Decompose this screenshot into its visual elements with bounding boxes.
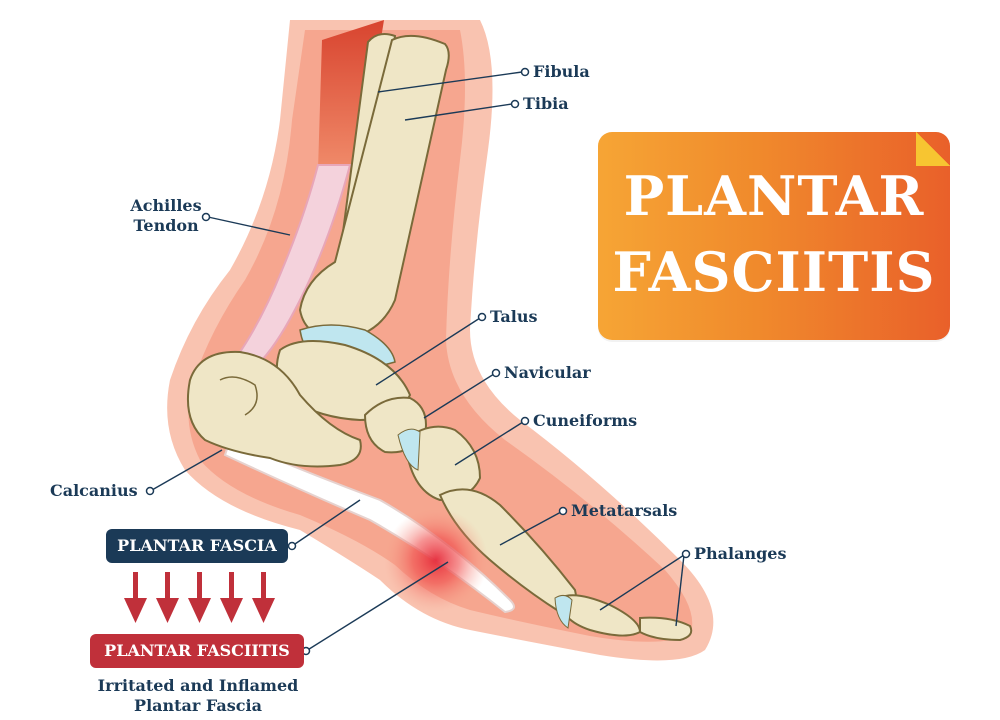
dot-cuneiforms xyxy=(520,416,530,426)
inflammation-spot xyxy=(384,508,488,612)
label-talus: Talus xyxy=(490,307,538,326)
title-card: PLANTAR FASCIITIS xyxy=(598,132,950,340)
leader-phalanges-1 xyxy=(599,554,685,611)
dot-plantar-fascia xyxy=(287,541,297,551)
cuneiform-cartilage xyxy=(397,428,421,471)
folded-corner xyxy=(916,132,950,166)
leader-achilles xyxy=(207,216,291,236)
leader-tibia xyxy=(404,103,513,121)
label-calcanius: Calcanius xyxy=(50,481,138,500)
label-navicular: Navicular xyxy=(504,363,591,382)
leader-plantar-fascia xyxy=(291,499,361,547)
caption-line-2: Plantar Fascia xyxy=(134,696,262,715)
leader-cuneiforms xyxy=(454,421,524,466)
phalanx-bone-2 xyxy=(639,616,693,642)
plantar-fascia-box: PLANTAR FASCIA xyxy=(106,529,288,563)
label-achilles-line-2: Tendon xyxy=(133,216,199,235)
leader-dots xyxy=(145,67,691,656)
dot-achilles xyxy=(201,212,211,222)
caption: Irritated and Inflamed Plantar Fascia xyxy=(70,676,326,716)
title-line-2: FASCIITIS xyxy=(612,240,936,304)
down-arrow xyxy=(124,572,147,623)
leader-phalanges-2 xyxy=(675,554,685,627)
label-fibula: Fibula xyxy=(533,62,590,81)
down-arrow xyxy=(156,572,179,623)
plantar-fasciitis-box: PLANTAR FASCIITIS xyxy=(90,634,304,668)
calcaneus-bone xyxy=(186,350,362,468)
down-arrow xyxy=(252,572,275,623)
leader-talus xyxy=(375,317,481,386)
plantar-fascia-band xyxy=(223,438,515,614)
dot-phalanges xyxy=(681,549,691,559)
leader-navicular xyxy=(423,373,495,419)
dot-calcanius xyxy=(145,486,155,496)
label-phalanges: Phalanges xyxy=(694,544,787,563)
dot-talus xyxy=(477,312,487,322)
leader-plantar-fasciitis xyxy=(305,561,449,652)
dot-fibula xyxy=(520,67,530,77)
dot-metatarsals xyxy=(558,506,568,516)
leader-calcanius xyxy=(151,449,223,491)
down-arrows xyxy=(124,572,275,623)
tibia-bone xyxy=(298,34,450,342)
label-achilles-line-1: Achilles xyxy=(130,196,202,215)
cuneiform-bones xyxy=(403,425,482,502)
down-arrow xyxy=(220,572,243,623)
label-cuneiforms: Cuneiforms xyxy=(533,411,638,430)
calcaneus-detail xyxy=(219,376,258,416)
leader-lines xyxy=(151,71,685,652)
down-arrow xyxy=(188,572,211,623)
caption-line-1: Irritated and Inflamed xyxy=(97,676,299,695)
label-tibia: Tibia xyxy=(523,94,569,113)
dot-tibia xyxy=(510,99,520,109)
leader-metatarsals xyxy=(499,511,562,546)
leader-fibula xyxy=(377,71,523,93)
label-metatarsals: Metatarsals xyxy=(571,501,678,520)
dot-navicular xyxy=(491,368,501,378)
phalanx-cartilage xyxy=(554,594,573,629)
label-achilles-tendon: Achilles Tendon xyxy=(118,196,214,236)
title-line-1: PLANTAR xyxy=(623,164,925,228)
